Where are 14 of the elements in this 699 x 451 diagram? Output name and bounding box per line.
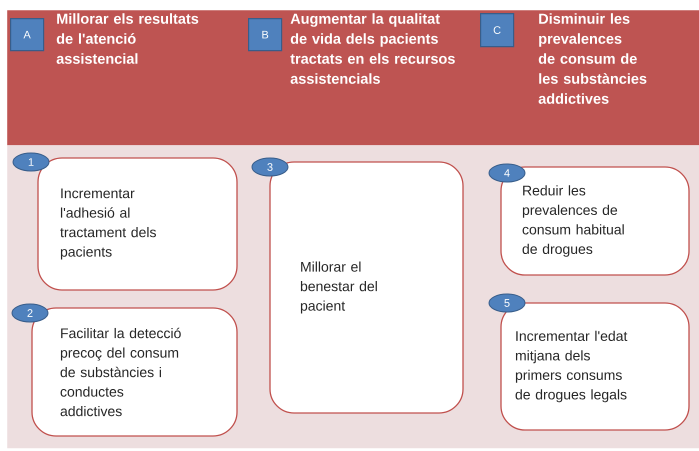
goal-box: Incrementar l'adhesió al tractament dels pacients	[37, 157, 238, 291]
number-badge: 3	[252, 158, 288, 176]
letter-box: B	[248, 18, 282, 52]
goal-box: Facilitar la detecció precoç del consum de substàncies i conductes addictives	[31, 307, 238, 437]
number-badge: 2	[12, 304, 48, 322]
number-badge: 4	[488, 164, 526, 182]
heading-text: Disminuir les prevalences de consum de les substàncies addictives	[538, 13, 646, 104]
header-band	[7, 10, 699, 146]
number-badge: 1	[12, 152, 50, 172]
number-badge: 5	[488, 294, 526, 312]
heading-text: Millorar els resultats de l'atenció assistencial	[56, 13, 198, 64]
letter-box: C	[480, 13, 514, 48]
heading-text: Augmentar la qualitat de vida dels pacients tractats en els recursos assistencials	[290, 13, 455, 84]
letter-box: A	[10, 18, 44, 52]
